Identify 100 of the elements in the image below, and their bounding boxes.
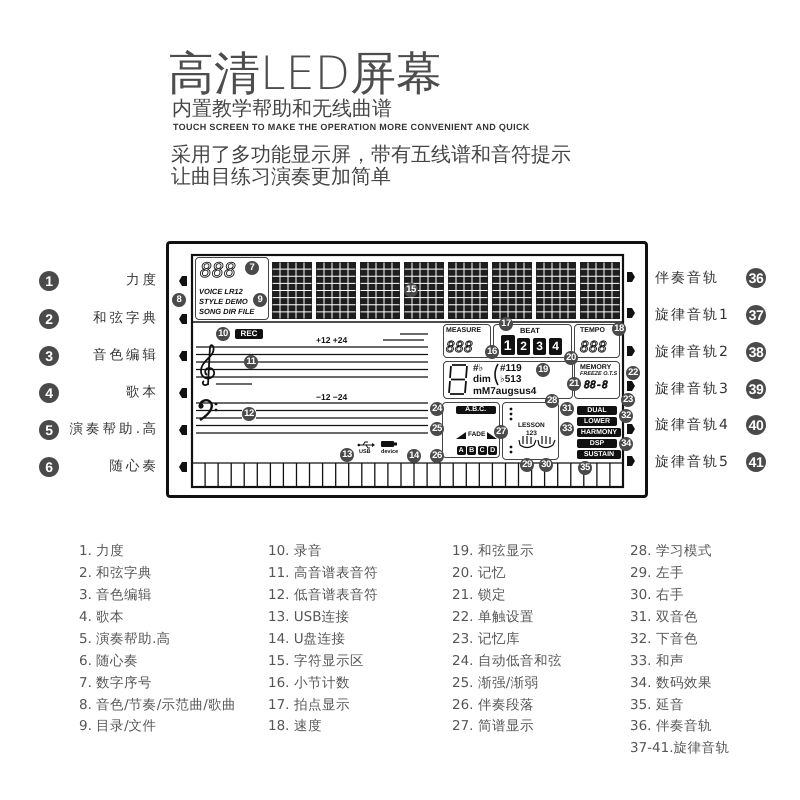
list-item: 7. 数字序号: [79, 676, 152, 690]
indicator-badge: [517, 338, 530, 355]
list-item: 2. 和弦字典: [79, 567, 152, 581]
side-label: 旋律音轨3: [655, 382, 730, 396]
indicator-badge: [488, 446, 498, 455]
callout-number: 33: [560, 422, 574, 436]
indicator-badge: [456, 446, 466, 455]
list-item: 20. 记忆: [452, 567, 506, 581]
list-item: 14. U盘连接: [268, 632, 346, 646]
callout-number: 1: [39, 271, 59, 291]
description: 采用了多功能显示屏，带有五线谱和音符提示让曲目练习演奏更加简单: [171, 143, 572, 187]
list-item: 11. 高音谱表音符: [268, 567, 378, 581]
callout-number: 31: [560, 402, 574, 416]
callout-number: 18: [612, 322, 626, 336]
list-item: 30. 右手: [630, 589, 684, 603]
display-panel: [195, 257, 269, 320]
segment-digits: 888: [446, 340, 474, 355]
side-label: 伴奏音轨: [655, 271, 719, 285]
callout-number: 25: [430, 422, 444, 436]
callout-number: 26: [430, 449, 444, 463]
display-label: #♭: [473, 364, 484, 374]
callout-number: 8: [172, 293, 186, 307]
side-label: 歌本: [126, 386, 159, 400]
list-item: 15. 字符显示区: [268, 654, 364, 668]
side-label: 演奏帮助.高: [70, 423, 159, 437]
callout-number: 36: [746, 268, 766, 288]
list-item: 10. 录音: [268, 545, 322, 559]
indicator-badge: [467, 446, 476, 455]
display-label: dim: [473, 375, 491, 385]
callout-number: 24: [430, 402, 444, 416]
indicator-label: REC: [240, 330, 258, 338]
callout-number: 13: [340, 448, 354, 462]
side-label: 旋律音轨1: [655, 308, 730, 322]
callout-number: 39: [746, 379, 766, 399]
side-label: 旋律音轨4: [655, 418, 730, 432]
side-label: 音色编辑: [93, 349, 159, 363]
list-item: 18. 速度: [268, 720, 322, 734]
list-item: 9. 目录/文件: [79, 720, 157, 734]
callout-number: 16: [485, 345, 499, 359]
list-item: 6. 随心奏: [79, 654, 138, 668]
callout-number: 7: [245, 261, 259, 275]
list-item: 36. 伴奏音轨: [630, 720, 712, 734]
callout-number: 12: [242, 407, 256, 421]
list-item: 33. 和声: [630, 654, 684, 668]
side-label: 力度: [126, 274, 159, 288]
list-item: 19. 和弦显示: [452, 545, 534, 559]
callout-number: 29: [520, 458, 534, 472]
callout-number: 35: [578, 461, 592, 475]
indicator-badge: [549, 338, 562, 355]
display-label: mM7augsus4: [473, 387, 536, 397]
display-label: −12 −24: [316, 393, 348, 402]
indicator-badge: [577, 406, 617, 415]
callout-number: 38: [746, 342, 766, 362]
indicator-badge: [456, 406, 496, 414]
callout-number: 9: [253, 293, 267, 307]
callout-number: 14: [407, 449, 421, 463]
segment-digits: 88-8: [584, 381, 608, 391]
list-item: 22. 单触设置: [452, 610, 534, 624]
segment-digits: 888: [200, 260, 236, 280]
callout-number: 27: [494, 425, 508, 439]
side-label: 旋律音轨2: [655, 345, 730, 359]
indicator-badge: [478, 446, 487, 455]
callout-number: 17: [499, 317, 513, 331]
indicator-badge: [235, 329, 263, 339]
display-label: ♭513: [500, 375, 522, 385]
indicator-badge: [577, 428, 621, 437]
list-item: 16. 小节计数: [268, 676, 350, 690]
indicator-label: 1: [504, 338, 512, 352]
callout-number: 3: [39, 346, 59, 366]
list-item: 21. 锁定: [452, 589, 506, 603]
list-item: 27. 简谱显示: [452, 720, 534, 734]
callout-number: 11: [244, 355, 258, 369]
tagline: TOUCH SCREEN TO MAKE THE OPERATION MORE CONVENIENT AND QUICK: [173, 123, 530, 132]
list-item: 32. 下音色: [630, 632, 698, 646]
list-item: 3. 音色编辑: [79, 589, 152, 603]
display-label: +12 +24: [316, 336, 348, 344]
callout-number: 22: [626, 366, 640, 380]
list-item: 34. 数码效果: [630, 676, 712, 690]
subtitle: 内置教学帮助和无线曲谱: [172, 98, 392, 118]
segment-digits: 888: [580, 340, 608, 355]
callout-number: 32: [619, 409, 633, 423]
callout-number: 19: [536, 363, 550, 377]
indicator-label: 3: [536, 340, 543, 352]
list-item: 4. 歌本: [79, 610, 124, 624]
callout-number: 4: [39, 383, 59, 403]
list-item: 23. 记忆库: [452, 632, 520, 646]
list-item: 28. 学习模式: [630, 545, 712, 559]
callout-number: 41: [746, 452, 766, 472]
callout-number: 30: [539, 458, 553, 472]
callout-number: 37: [746, 305, 766, 325]
indicator-badge: [577, 417, 617, 426]
list-item: 26. 伴奏段落: [452, 698, 534, 712]
list-item: 25. 渐强/渐弱: [452, 676, 538, 690]
callout-number: 10: [216, 327, 230, 341]
list-item: 12. 低音谱表音符: [268, 589, 378, 603]
list-item: 29. 左手: [630, 567, 684, 581]
indicator-badge: [500, 334, 515, 355]
list-item: 24. 自动低音和弦: [452, 654, 562, 668]
side-label: 和弦字典: [93, 312, 159, 326]
callout-number: 5: [39, 420, 59, 440]
